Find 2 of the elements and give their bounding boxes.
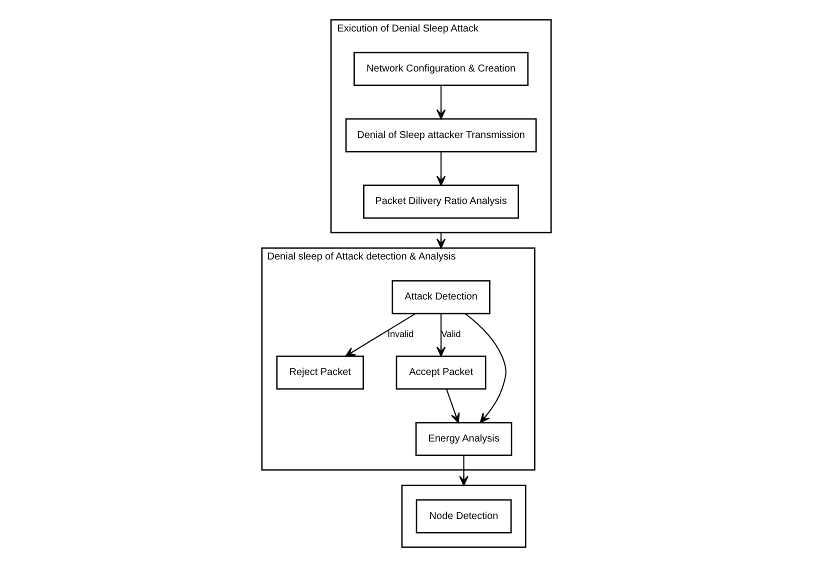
edge-label: Invalid [387, 329, 414, 340]
edge-label: Valid [441, 329, 461, 340]
